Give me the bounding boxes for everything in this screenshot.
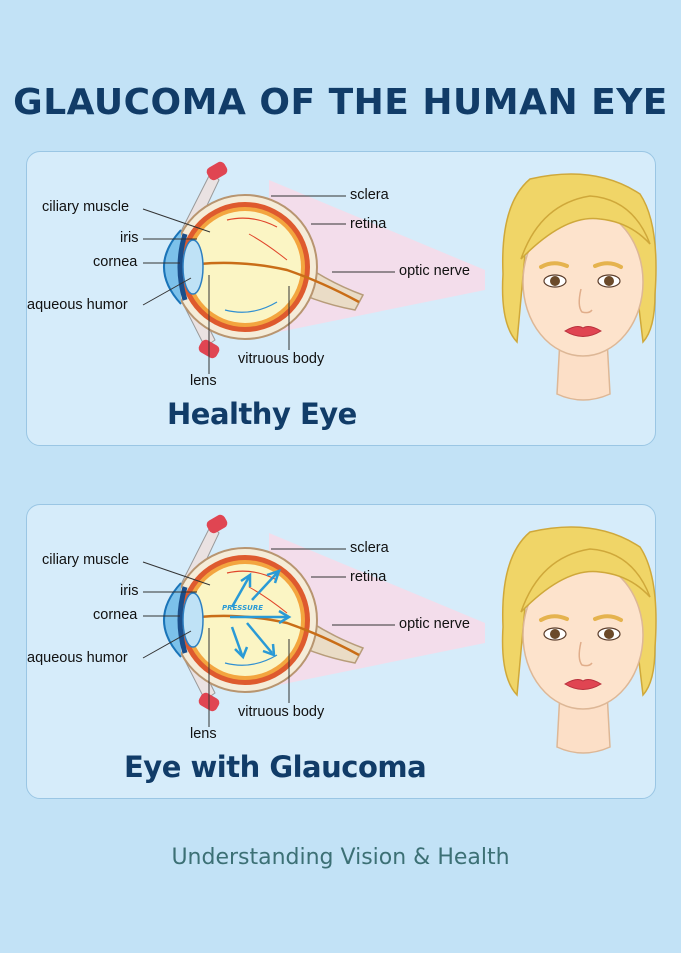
label-cornea: cornea [93, 607, 138, 623]
label-aqueous-humor: aqueous humor [27, 297, 128, 313]
label-vitruous-body: vitruous body [238, 704, 325, 720]
label-retina: retina [350, 569, 387, 585]
page-title: GLAUCOMA OF THE HUMAN EYE [13, 82, 668, 123]
pressure-arrows [230, 569, 292, 660]
pressure-label: PRESSURE [222, 604, 263, 612]
label-optic-nerve: optic nerve [399, 616, 470, 632]
woman-face-illustration [500, 525, 657, 755]
label-iris: iris [120, 230, 139, 246]
healthy-eye-heading: Healthy Eye [167, 397, 357, 431]
label-vitruous-body: vitruous body [238, 351, 325, 367]
glaucoma-eye-heading: Eye with Glaucoma [124, 750, 427, 784]
label-sclera: sclera [350, 540, 389, 556]
woman-face-illustration [500, 172, 657, 402]
label-cornea: cornea [93, 254, 138, 270]
label-aqueous-humor: aqueous humor [27, 650, 128, 666]
label-lens: lens [190, 373, 217, 389]
glaucoma-eye-diagram: PRESSURE [142, 505, 657, 755]
healthy-eye-diagram [142, 152, 657, 402]
label-optic-nerve: optic nerve [399, 263, 470, 279]
label-sclera: sclera [350, 187, 389, 203]
glaucoma-eye-panel: PRESSURE ciliary muscle iris cornea aque… [26, 504, 657, 799]
label-lens: lens [190, 726, 217, 742]
label-retina: retina [350, 216, 387, 232]
healthy-eye-panel: ciliary muscle iris cornea aqueous humor… [26, 151, 657, 446]
label-ciliary-muscle: ciliary muscle [42, 552, 130, 568]
label-ciliary-muscle: ciliary muscle [42, 199, 130, 215]
label-iris: iris [120, 583, 139, 599]
footer-tagline: Understanding Vision & Health [171, 845, 510, 870]
